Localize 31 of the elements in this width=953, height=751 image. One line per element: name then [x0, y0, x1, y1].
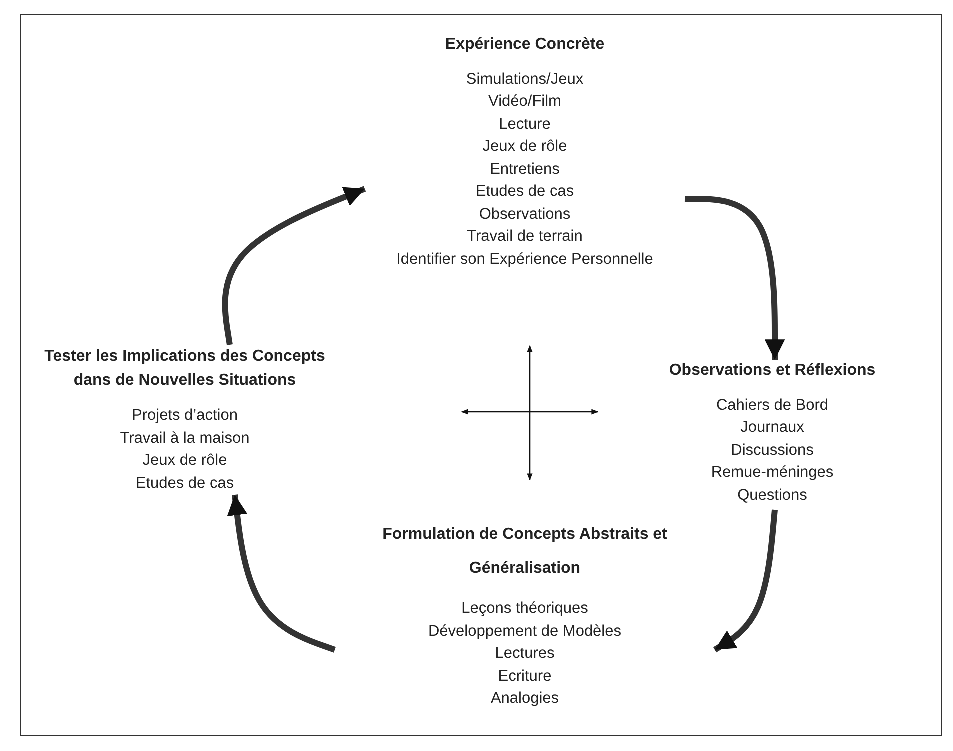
curved-arrow: [713, 510, 778, 653]
heading: Observations et Réflexions: [668, 361, 877, 381]
list-item: Discussions: [730, 440, 815, 460]
curved-arrow: [684, 196, 786, 360]
list-item: Lecture: [498, 114, 552, 134]
curved-arrow: [227, 494, 336, 653]
heading: Formulation de Concepts Abstraits et Généralisation: [382, 525, 668, 579]
list-item: Projets d’action: [131, 406, 239, 426]
list-item: Travail à la maison: [119, 428, 251, 448]
list-item: Remue-méninges: [710, 463, 835, 483]
list-item: Jeux de rôle: [482, 137, 568, 157]
list-item: Leçons théoriques: [460, 599, 590, 619]
list-item: Cahiers de Bord: [715, 396, 830, 416]
list-item: Lectures: [494, 644, 556, 664]
list-item: Etudes de cas: [474, 182, 576, 202]
heading: Tester les Implications des Concepts dans de Nouvelles Situations: [44, 347, 326, 391]
list-item: Vidéo/Film: [488, 92, 562, 112]
list-item: Identifier son Expérience Personnelle: [396, 250, 654, 270]
list-item: Observations: [478, 204, 572, 224]
list-item: Jeux de rôle: [142, 451, 228, 471]
list-item: Simulations/Jeux: [465, 70, 585, 90]
heading: Expérience Concrète: [444, 35, 606, 55]
list-item: Questions: [736, 486, 808, 506]
list-item: Journaux: [740, 418, 806, 438]
list-item: Etudes de cas: [134, 474, 236, 494]
list-item: Ecriture: [497, 666, 553, 686]
list-item: Travail de terrain: [466, 227, 584, 247]
list-item: Développement de Modèles: [427, 622, 622, 642]
list-item: Analogies: [490, 689, 560, 709]
curved-arrow: [222, 186, 366, 346]
list-item: Entretiens: [489, 160, 561, 180]
